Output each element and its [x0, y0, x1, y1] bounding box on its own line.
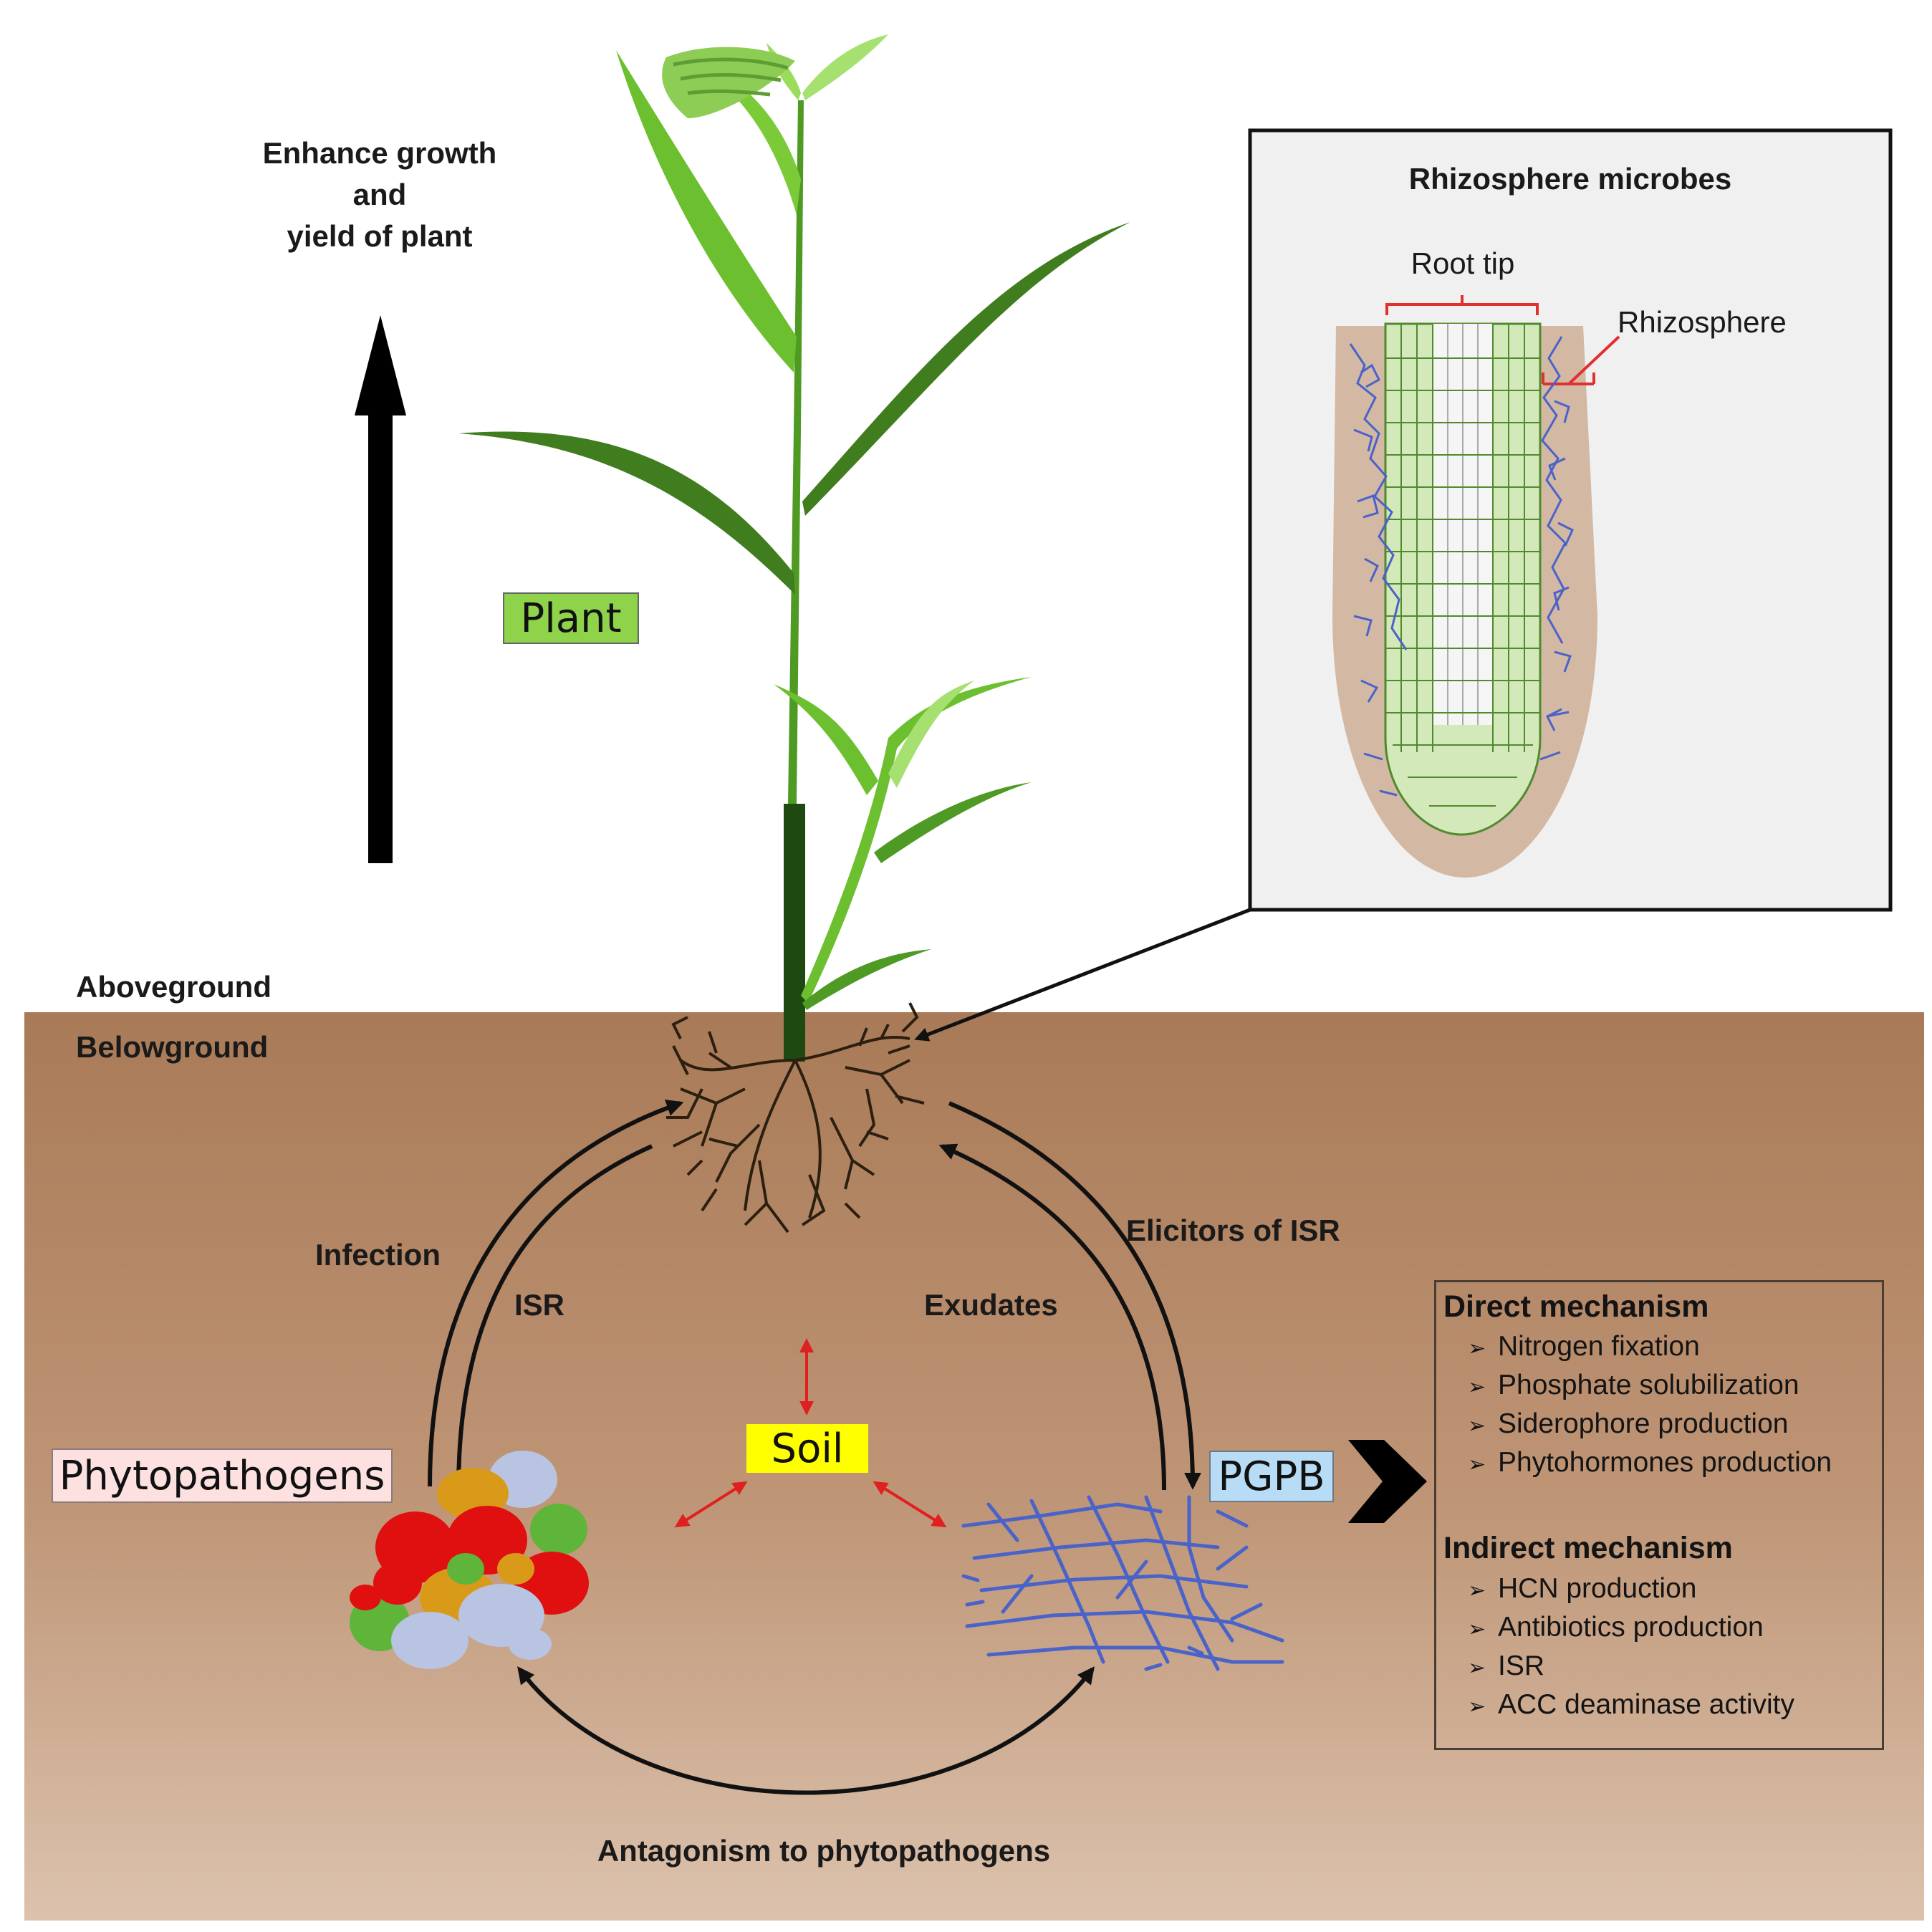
- soil-interaction-arrows: [674, 1338, 947, 1528]
- plant-tag: Plant: [503, 592, 639, 644]
- direct-item: ➢Phytohormones production: [1468, 1447, 1832, 1478]
- bullet-icon: ➢: [1468, 1579, 1486, 1602]
- aboveground-label: Aboveground: [76, 970, 271, 1004]
- exudates-label: Exudates: [924, 1288, 1058, 1322]
- direct-item: ➢Siderophore production: [1468, 1408, 1789, 1439]
- bullet-icon: ➢: [1468, 1618, 1486, 1641]
- indirect-item: ➢Antibiotics production: [1468, 1612, 1764, 1643]
- antagonism-arrow: [517, 1666, 1095, 1795]
- belowground-label: Belowground: [76, 1030, 269, 1064]
- bullet-icon: ➢: [1468, 1414, 1486, 1438]
- antagonism-label: Antagonism to phytopathogens: [597, 1834, 1051, 1868]
- growth-label-line3: yield of plant: [287, 219, 473, 253]
- root-tip-illustration: [1332, 295, 1620, 878]
- bullet-icon: ➢: [1468, 1375, 1486, 1399]
- isr-label: ISR: [514, 1288, 565, 1322]
- direct-mechanism-heading: Direct mechanism: [1443, 1289, 1709, 1324]
- indirect-item: ➢ACC deaminase activity: [1468, 1689, 1794, 1720]
- left-curved-arrows: [428, 1099, 684, 1494]
- right-curved-arrows: [938, 1101, 1201, 1491]
- growth-label-line2: and: [352, 178, 407, 211]
- phytopathogens-tag: Phytopathogens: [52, 1448, 393, 1503]
- bullet-icon: ➢: [1468, 1656, 1486, 1680]
- growth-label-line1: Enhance growth: [262, 136, 497, 170]
- bullet-icon: ➢: [1468, 1695, 1486, 1719]
- inset-connector: [914, 908, 1251, 1042]
- indirect-item: ➢ISR: [1468, 1650, 1545, 1681]
- mechanisms-box: Direct mechanism ➢Nitrogen fixation ➢Pho…: [1434, 1280, 1884, 1750]
- pgpb-tag: PGPB: [1209, 1451, 1334, 1502]
- rhizosphere-label: Rhizosphere: [1618, 305, 1787, 339]
- soil-tag: Soil: [746, 1424, 868, 1473]
- inset-title: Rhizosphere microbes: [1408, 162, 1732, 196]
- infection-label: Infection: [315, 1238, 441, 1272]
- direct-item: ➢Phosphate solubilization: [1468, 1370, 1799, 1400]
- indirect-mechanism-heading: Indirect mechanism: [1443, 1531, 1733, 1565]
- bacteria-network-icon: [961, 1495, 1284, 1671]
- pathogen-cluster-icon: [350, 1451, 589, 1669]
- root-tip-label: Root tip: [1410, 246, 1515, 280]
- plant-illustration: [458, 34, 1130, 1062]
- bullet-icon: ➢: [1468, 1337, 1486, 1360]
- elicitors-label: Elicitors of ISR: [1126, 1213, 1340, 1247]
- right-chevron-arrow-icon: [1348, 1440, 1427, 1523]
- indirect-item: ➢HCN production: [1468, 1573, 1697, 1604]
- direct-item: ➢Nitrogen fixation: [1468, 1331, 1700, 1362]
- up-arrow-icon: [355, 315, 406, 863]
- bullet-icon: ➢: [1468, 1453, 1486, 1476]
- root-system-icon: [666, 1002, 925, 1234]
